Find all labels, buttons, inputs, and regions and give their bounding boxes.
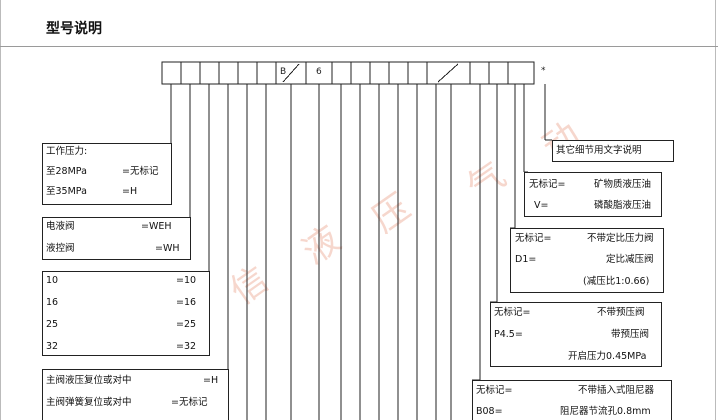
- valve-type-label: 液控阀: [46, 243, 75, 254]
- reset-box: [42, 369, 229, 420]
- ratio-label: 无标记=: [515, 233, 552, 244]
- pressure-option-label: 至28MPa: [46, 166, 87, 177]
- reset-label: 主阀液压复位或对中: [46, 375, 132, 386]
- damper-label: B08=: [476, 406, 503, 417]
- code-cell-6: 6: [316, 67, 322, 77]
- size-label: 10: [46, 275, 59, 286]
- pressure-option-code: =H: [122, 186, 138, 197]
- fluid-value: 矿物质液压油: [594, 179, 652, 190]
- other-details-box: [552, 140, 674, 162]
- valve-type-code: =WH: [155, 243, 180, 254]
- page-title: 型号说明: [46, 21, 102, 37]
- size-code: =10: [176, 275, 197, 286]
- valve-type-code: =WEH: [141, 221, 172, 232]
- title-bar: 型号说明: [0, 0, 718, 47]
- code-row-frame: [161, 61, 535, 85]
- size-code: =16: [176, 297, 197, 308]
- reset-code: =H: [203, 375, 219, 386]
- preload-value: 不带预压阀: [597, 307, 645, 318]
- valve-type-label: 电液阀: [46, 221, 75, 232]
- pressure-option-label: 至35MPa: [46, 186, 87, 197]
- reset-label: 主阀弹簧复位或对中: [46, 397, 132, 408]
- pressure-option-code: =无标记: [122, 166, 159, 177]
- pressure-box: [42, 143, 172, 205]
- damper-value: 不带插入式阻尼器: [578, 385, 655, 396]
- ratio-valve-box: [510, 228, 664, 293]
- preload-value: 带预压阀: [611, 329, 650, 340]
- fluid-label: V=: [534, 200, 549, 211]
- fluid-box: [524, 172, 662, 217]
- ratio-value: 不带定比压力阀: [587, 233, 654, 244]
- size-code: =32: [176, 341, 197, 352]
- size-label: 32: [46, 341, 59, 352]
- pressure-title: 工作压力:: [46, 146, 88, 157]
- size-label: 16: [46, 297, 59, 308]
- preload-valve-box: [490, 302, 662, 367]
- damper-box: [472, 380, 672, 420]
- code-cell-star: *: [541, 66, 546, 76]
- damper-value: 阻尼器节流孔0.8mm: [560, 406, 651, 417]
- valve-type-box: [42, 217, 191, 260]
- size-code: =25: [176, 319, 197, 330]
- ratio-value: 定比减压阀: [606, 254, 654, 265]
- size-label: 25: [46, 319, 59, 330]
- ratio-label: D1=: [515, 254, 537, 265]
- fluid-value: 磷酸脂液压油: [594, 200, 652, 211]
- reset-code: =无标记: [171, 397, 208, 408]
- code-cell-b: B: [280, 67, 287, 77]
- other-details-text: 其它细节用文字说明: [556, 145, 642, 156]
- preload-label: P4.5=: [494, 329, 523, 340]
- preload-label: 无标记=: [494, 307, 531, 318]
- damper-label: 无标记=: [476, 385, 513, 396]
- preload-note: 开启压力0.45MPa: [568, 351, 647, 362]
- fluid-label: 无标记=: [529, 179, 566, 190]
- size-box: [42, 271, 210, 356]
- ratio-note: (减压比1:0.66): [583, 276, 650, 287]
